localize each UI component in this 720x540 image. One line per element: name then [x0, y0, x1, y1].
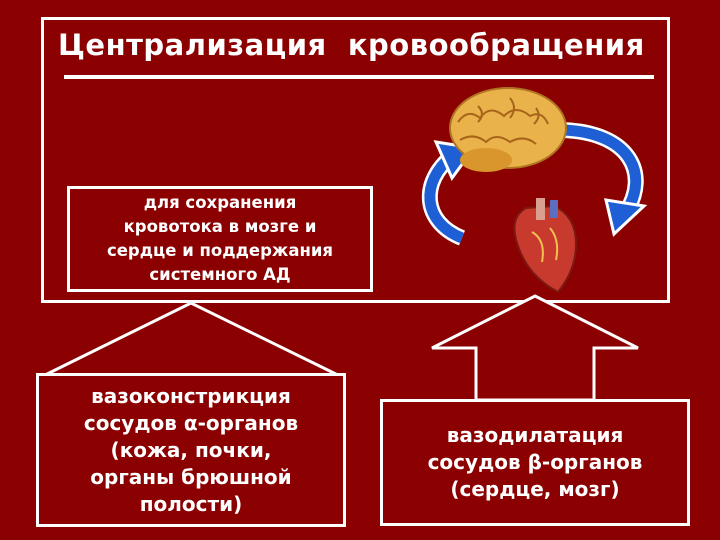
vasoconstriction-line: полости)	[139, 491, 243, 516]
title-underline	[64, 75, 654, 79]
purpose-line: сердце и поддержания	[106, 241, 334, 260]
purpose-line: кровотока в мозге и	[123, 217, 317, 236]
heart-icon	[513, 198, 578, 292]
vasoconstriction-line: органы брюшной	[90, 464, 292, 489]
purpose-box: для сохранения кровотока в мозге и сердц…	[67, 186, 373, 292]
vasodilation-line: сосудов β-органов	[427, 450, 643, 474]
vasoconstriction-line: вазоконстрикция	[91, 383, 291, 408]
up-arrow-right	[431, 294, 639, 402]
vasoconstriction-box: вазоконстрикция сосудов α-органов (кожа,…	[36, 373, 346, 527]
up-arrow-left	[38, 301, 345, 380]
vasodilation-box: вазодилатация сосудов β-органов (сердце,…	[380, 399, 690, 526]
cycle-arrow-icon	[561, 122, 648, 237]
circulation-illustration	[421, 87, 648, 292]
vasodilation-line: (сердце, мозг)	[450, 477, 620, 501]
vasoconstriction-line: сосудов α-органов	[83, 410, 299, 435]
main-frame	[41, 17, 670, 303]
slide-title: Централизация кровообращения	[58, 28, 645, 62]
brain-icon	[449, 87, 567, 172]
purpose-line: для сохранения	[143, 193, 297, 212]
purpose-line: системного АД	[149, 265, 291, 284]
vasodilation-line: вазодилатация	[446, 423, 624, 447]
vasoconstriction-line: (кожа, почки,	[110, 437, 272, 462]
